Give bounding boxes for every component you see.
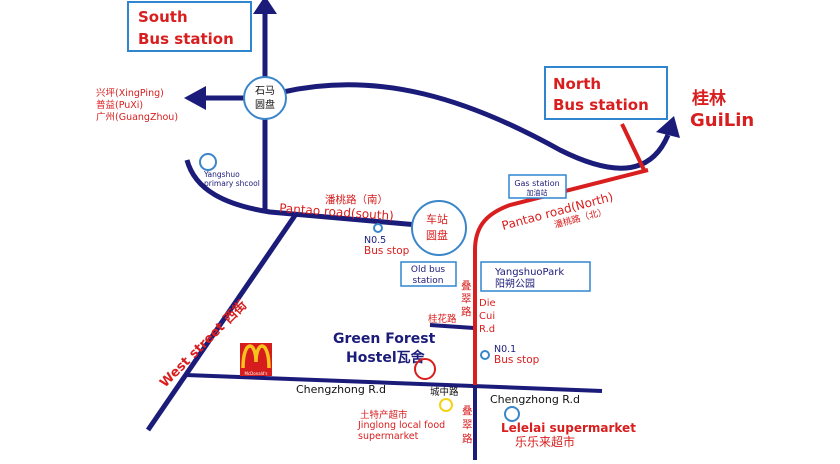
bus-stop-5-label-2: Bus stop xyxy=(364,245,410,257)
diecui-en-3: R.d xyxy=(479,324,495,335)
lelelai-label-1: Lelelai supermarket xyxy=(501,421,636,435)
road-chengzhong xyxy=(185,373,603,393)
park-box xyxy=(480,261,591,292)
diecui-cn-bottom-1: 叠 xyxy=(462,405,473,417)
arrow-up-south-bus xyxy=(253,0,277,14)
pantao-south-cn-label: 潘桃路（南） xyxy=(325,193,388,206)
station-roundabout-label-1: 车站 xyxy=(426,212,448,226)
chengzhong-cn-label: 城中路 xyxy=(430,386,459,398)
primary-school-marker xyxy=(199,153,217,171)
road-to-guilin xyxy=(282,82,671,171)
bus-stop-1-label-1: N0.1 xyxy=(494,344,516,355)
gas-station-label-2: 加油站 xyxy=(527,188,548,197)
west-street-cn: 西街 xyxy=(220,297,250,327)
mcdonalds-label: McDonald's xyxy=(245,371,268,376)
jinglong-label-3: supermarket xyxy=(358,431,419,442)
mcdonalds-logo: McDonald's xyxy=(240,343,272,376)
diecui-en-1: Die xyxy=(479,298,496,309)
south-bus-box xyxy=(127,1,252,52)
chengzhong-left-label: Chengzhong R.d xyxy=(296,383,386,396)
bus-stop-1-label-2: Bus stop xyxy=(494,354,540,366)
arrow-guilin xyxy=(656,116,680,138)
north-bus-label-2: Bus station xyxy=(553,96,649,114)
shima-roundabout-label-2: 圆盘 xyxy=(255,98,275,111)
primary-school-label-1: Yangshuo xyxy=(203,170,240,179)
road-pantao-north xyxy=(473,168,649,385)
road-guihua xyxy=(429,323,475,330)
old-bus-box xyxy=(400,261,457,287)
guilin-cn-label: 桂林 xyxy=(691,88,726,109)
bus-stop-5-label-1: N0.5 xyxy=(364,235,386,246)
lelelai-label-2: 乐乐来超市 xyxy=(515,434,575,449)
shima-roundabout xyxy=(243,76,287,120)
road-north-bus-connector xyxy=(620,123,647,173)
old-bus-label-1: Old bus xyxy=(411,265,446,275)
road-west-street xyxy=(145,212,299,432)
bus-stop-5-marker xyxy=(373,223,383,233)
puxi-label: 普益(PuXi) xyxy=(96,99,143,111)
guihua-label: 桂花路 xyxy=(428,313,457,325)
jinglong-label-1: 土特产超市 xyxy=(360,409,408,421)
station-roundabout-label-2: 圆盘 xyxy=(426,228,448,242)
road-pantao-south xyxy=(184,159,419,228)
old-bus-label-2: station xyxy=(413,276,444,286)
park-label-2: 阳朔公园 xyxy=(495,277,535,290)
guangzhou-label: 广州(GuangZhou) xyxy=(96,111,178,123)
jinglong-marker xyxy=(439,398,453,412)
primary-school-label-2: primary shcool xyxy=(204,179,260,188)
south-bus-label-1: South xyxy=(138,8,188,26)
north-bus-label-1: North xyxy=(553,75,601,93)
hostel-label-2: Hostel瓦舍 xyxy=(346,349,426,366)
xingping-label: 兴坪(XingPing) xyxy=(96,87,164,99)
diecui-en-2: Cui xyxy=(479,311,495,322)
jinglong-label-2: Jinglong local food xyxy=(357,420,445,431)
hostel-marker xyxy=(414,358,436,380)
gas-station-box xyxy=(508,174,567,199)
diecui-cn-top-2: 翠 xyxy=(461,293,472,305)
west-street-en: West street xyxy=(157,320,228,391)
guilin-en-label: GuiLin xyxy=(690,110,754,131)
lelelai-marker xyxy=(504,406,520,422)
diecui-cn-bottom-3: 路 xyxy=(462,432,473,445)
diecui-cn-top-3: 路 xyxy=(461,305,472,318)
hostel-label-1: Green Forest xyxy=(333,331,436,347)
station-roundabout xyxy=(411,200,467,256)
bus-stop-1-marker xyxy=(480,350,490,360)
diecui-cn-top-1: 叠 xyxy=(461,280,472,292)
diecui-cn-bottom-2: 翠 xyxy=(462,419,473,431)
park-label-1: YangshuoPark xyxy=(494,267,564,278)
chengzhong-right-label: Chengzhong R.d xyxy=(490,393,580,406)
arrow-left-xingping xyxy=(184,86,206,110)
south-bus-label-2: Bus station xyxy=(138,30,234,48)
shima-roundabout-label-1: 石马 xyxy=(255,85,275,97)
north-bus-box xyxy=(544,66,668,120)
gas-station-label-1: Gas station xyxy=(514,179,559,188)
